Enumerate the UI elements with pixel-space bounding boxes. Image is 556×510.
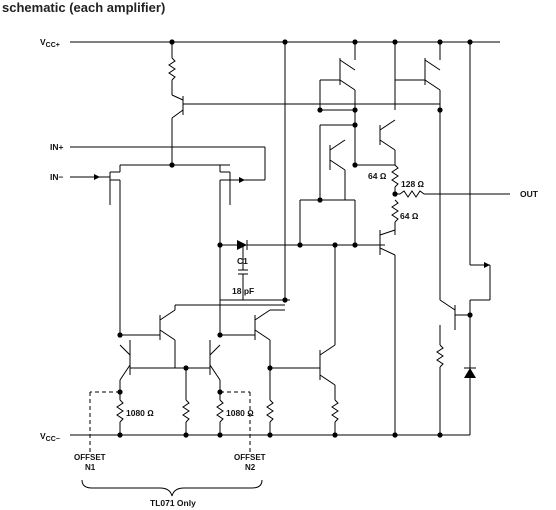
in-plus-label: IN+	[50, 142, 64, 152]
out-label: OUT	[520, 189, 539, 199]
tl071-bracket	[81, 479, 263, 497]
vcc-plus-sub: CC+	[46, 42, 60, 49]
input-differential-pair	[109, 164, 245, 335]
offset-n1-wire	[89, 391, 120, 455]
vcc-minus-main: V	[40, 431, 46, 441]
r64-bottom-label: 64 Ω	[400, 211, 419, 221]
output-stage	[284, 42, 510, 435]
in-minus-wire	[70, 174, 110, 180]
compensation-network	[219, 240, 385, 301]
vcc-plus-main: V	[40, 37, 46, 47]
offset-n2-line2: N2	[245, 463, 256, 472]
r1080-right-label: 1080 Ω	[226, 408, 254, 418]
offset-n1-line1: OFFSET	[74, 453, 106, 462]
in-minus-label: IN−	[50, 172, 64, 182]
bottom-current-mirrors	[116, 245, 339, 435]
offset-n2-wire	[220, 391, 251, 455]
in-plus-wire	[70, 146, 266, 181]
vcc-plus-label: VCC+	[40, 37, 60, 49]
offset-n1-line2: N1	[85, 463, 96, 472]
c1-value-label: 18 pF	[232, 286, 254, 296]
top-current-source	[168, 42, 440, 165]
vcc-minus-sub: CC−	[46, 436, 60, 443]
schematic-title: schematic (each amplifier)	[2, 0, 166, 15]
junction-dots	[117, 39, 473, 438]
r1080-left-label: 1080 Ω	[126, 408, 154, 418]
tl071-only-label: TL071 Only	[150, 498, 196, 508]
r128-label: 128 Ω	[401, 179, 425, 189]
r64-top-label: 64 Ω	[368, 171, 387, 181]
offset-n2-line1: OFFSET	[234, 453, 266, 462]
c1-name-label: C1	[237, 256, 248, 266]
vcc-minus-label: VCC−	[40, 431, 60, 443]
